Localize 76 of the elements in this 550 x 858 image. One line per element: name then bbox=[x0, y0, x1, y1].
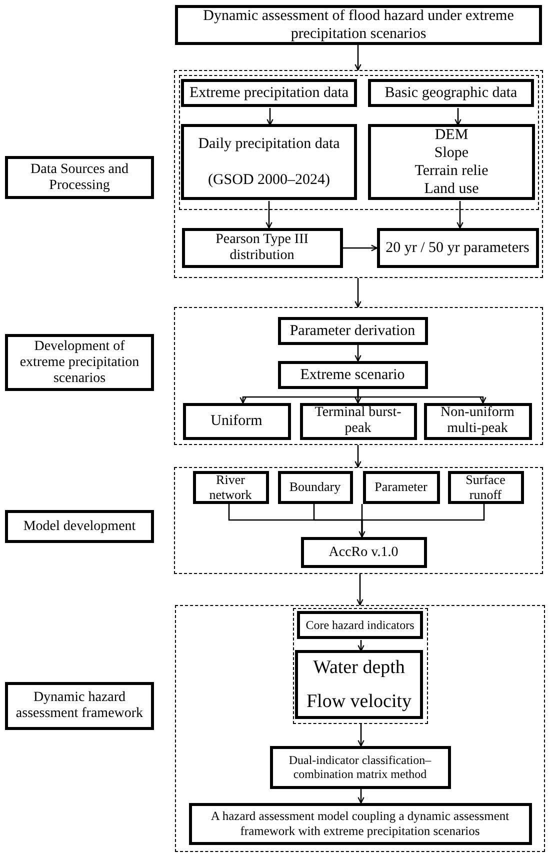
box-text: Non-uniform multi-peak bbox=[440, 405, 516, 437]
process-box bbox=[368, 79, 534, 107]
stage-label-box bbox=[5, 156, 154, 199]
stage-label-box bbox=[5, 334, 154, 391]
box-text: AccRo v.1.0 bbox=[328, 544, 398, 562]
process-box bbox=[368, 124, 535, 200]
dashed-group-box bbox=[292, 608, 428, 724]
box-text: River network bbox=[208, 472, 253, 502]
arrow bbox=[354, 445, 362, 468]
process-box bbox=[270, 746, 450, 788]
process-box bbox=[424, 402, 532, 440]
arrow bbox=[354, 345, 362, 362]
box-text: A hazard assessment model coupling a dynamic assessment framework with extreme precipitation scenarios bbox=[210, 808, 510, 838]
box-text: Core hazard indicators bbox=[306, 617, 414, 634]
arrow bbox=[357, 389, 486, 404]
box-text: Land use bbox=[424, 180, 479, 198]
box-text: DEM bbox=[434, 126, 468, 144]
box-text: Flow velocity bbox=[306, 690, 412, 714]
arrow bbox=[266, 108, 274, 126]
box-text: Terrain relie bbox=[414, 162, 488, 180]
arrow bbox=[356, 574, 364, 606]
box-text: Slope bbox=[434, 144, 469, 162]
box-text: Extreme scenario bbox=[300, 366, 405, 384]
dashed-group-box bbox=[174, 467, 543, 574]
dashed-group-box bbox=[174, 70, 543, 278]
process-box bbox=[175, 5, 542, 45]
process-box bbox=[295, 650, 423, 719]
box-text: Boundary bbox=[289, 478, 341, 496]
box-text: (GSOD 2000–2024) bbox=[208, 171, 330, 189]
process-box bbox=[182, 228, 342, 268]
box-text: Water depth bbox=[313, 656, 405, 680]
arrow bbox=[456, 201, 464, 229]
process-box bbox=[448, 470, 524, 504]
arrow bbox=[358, 504, 366, 538]
process-box bbox=[278, 360, 428, 388]
box-text: Surface runoff bbox=[464, 472, 506, 502]
dashed-group-box bbox=[178, 74, 538, 210]
process-box bbox=[181, 79, 357, 107]
process-box bbox=[300, 402, 416, 440]
box-text: Terminal burst-peak bbox=[314, 405, 402, 437]
arrow bbox=[343, 244, 378, 252]
process-box bbox=[278, 316, 428, 344]
box-text: 20 yr / 50 yr parameters bbox=[386, 238, 530, 256]
box-text: Pearson Type III distribution bbox=[214, 232, 310, 264]
process-box bbox=[192, 470, 268, 504]
dashed-group-box bbox=[175, 605, 545, 852]
process-box bbox=[362, 470, 440, 504]
process-box bbox=[182, 402, 290, 440]
box-text: Dual-indicator classification–combination matrix method bbox=[288, 753, 432, 781]
box-text: Extreme precipitation data bbox=[189, 84, 349, 102]
box-text: Data Sources and Processing bbox=[30, 162, 130, 194]
arrow bbox=[358, 789, 364, 804]
box-text: Development of extreme precipitation scenarios bbox=[18, 338, 140, 386]
process-box bbox=[278, 470, 352, 504]
box-text: Parameter derivation bbox=[290, 322, 416, 340]
arrow bbox=[266, 201, 272, 229]
box-text: Parameter bbox=[374, 478, 428, 496]
arrow bbox=[454, 108, 462, 126]
process-box bbox=[376, 228, 538, 268]
box-text: Daily precipitation data bbox=[198, 135, 340, 153]
stage-label-box bbox=[5, 682, 154, 730]
arrow bbox=[354, 45, 362, 71]
box-text: Model development bbox=[23, 518, 136, 534]
box-text: Dynamic hazard assessment framework bbox=[14, 690, 144, 722]
stage-label-box bbox=[5, 510, 154, 543]
process-box bbox=[300, 536, 426, 568]
arrow bbox=[354, 278, 362, 308]
dashed-group-box bbox=[174, 307, 543, 445]
process-box bbox=[181, 124, 357, 200]
box-text: Basic geographic data bbox=[384, 84, 518, 102]
box-text: Uniform bbox=[210, 412, 262, 430]
box-text: Dynamic assessment of flood hazard under extreme precipitation scenarios bbox=[202, 7, 515, 43]
arrow bbox=[358, 640, 364, 652]
process-box bbox=[188, 802, 532, 844]
arrow bbox=[358, 724, 364, 747]
process-box bbox=[297, 611, 423, 639]
